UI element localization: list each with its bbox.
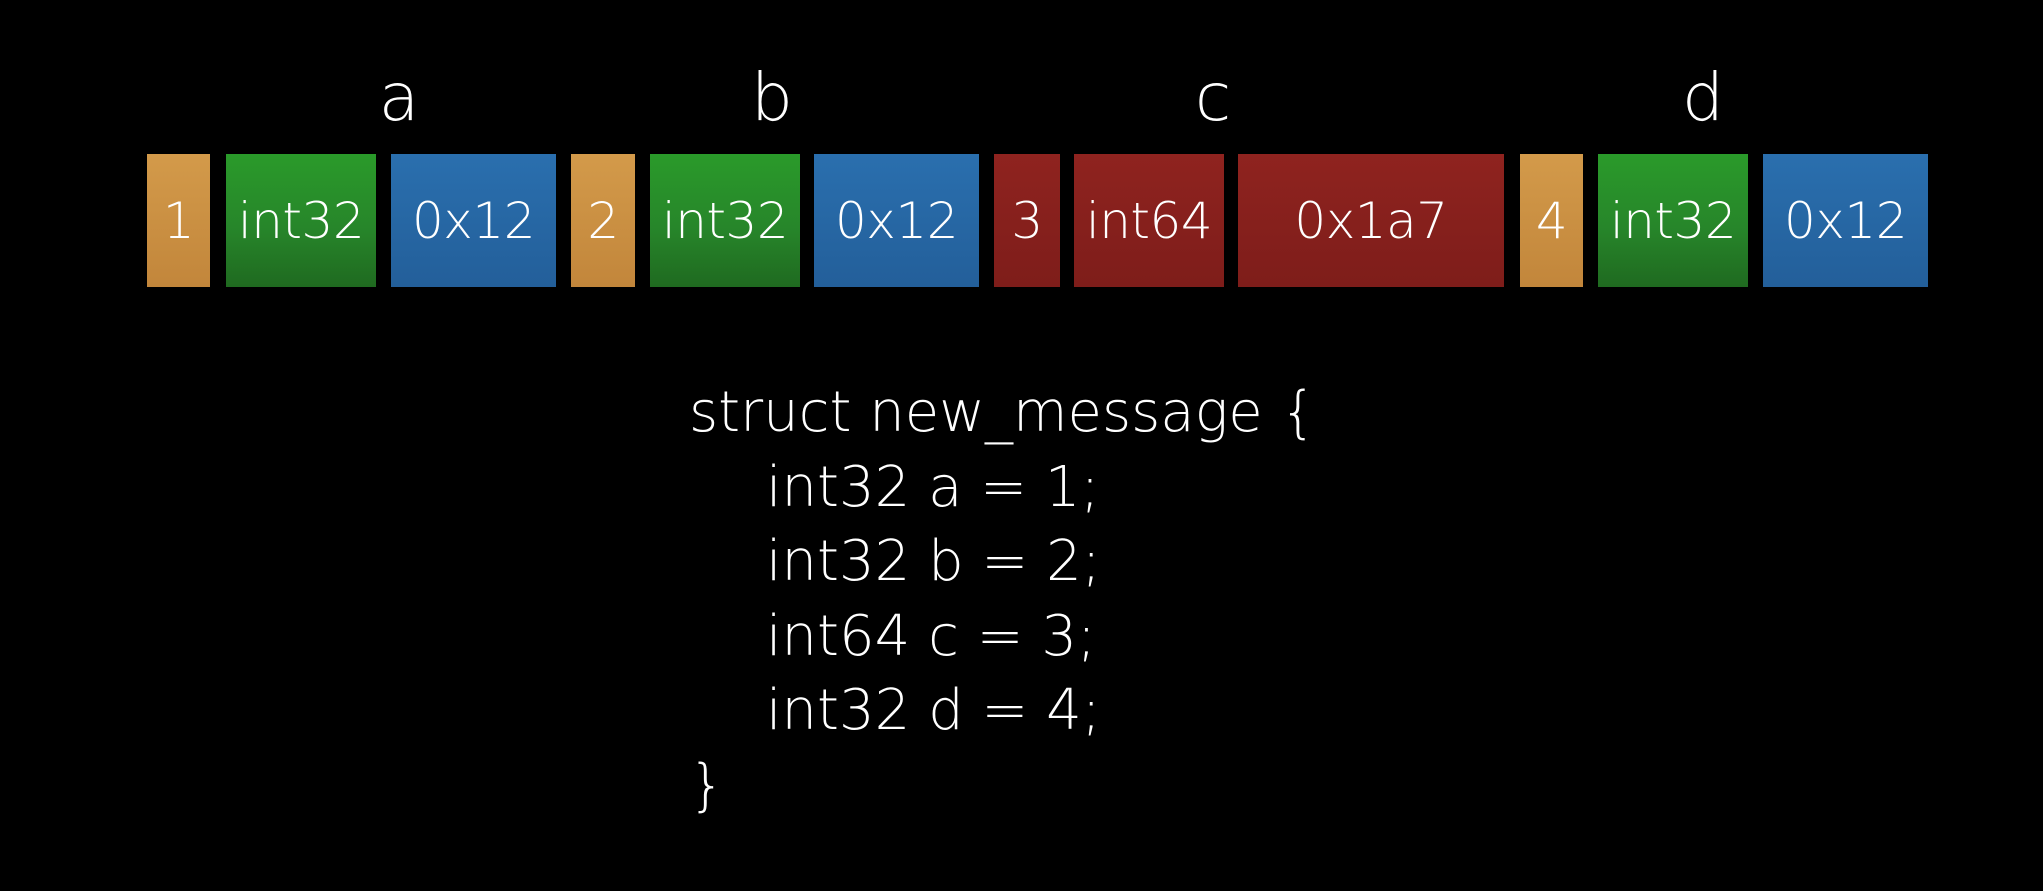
- struct-field-line-a: int32 a = 1;: [766, 454, 1100, 520]
- field-label-a: a: [378, 59, 420, 136]
- struct-open-line: struct new_message {: [689, 380, 1317, 445]
- struct-field-line-b: int32 b = 2;: [766, 529, 1101, 594]
- struct-field-line-c: int64 c = 3;: [766, 603, 1096, 669]
- field-c-tag: 3: [994, 154, 1060, 287]
- field-d-value: 0x12: [1763, 154, 1928, 287]
- field-a-type: int32: [226, 154, 376, 287]
- field-a-value: 0x12: [391, 154, 556, 287]
- field-b-tag: 2: [571, 154, 635, 287]
- struct-definition: struct new_message { int32 a = 1; int32 …: [689, 376, 1316, 823]
- struct-field-line-d: int32 d = 4;: [766, 678, 1101, 743]
- field-d-type: int32: [1598, 154, 1748, 287]
- field-b-type: int32: [650, 154, 800, 287]
- field-d-tag: 4: [1520, 154, 1583, 287]
- field-b-value: 0x12: [814, 154, 979, 287]
- struct-close-line: }: [689, 752, 725, 818]
- field-label-d: d: [1682, 59, 1724, 136]
- field-c-value: 0x1a7: [1238, 154, 1504, 287]
- field-label-c: c: [1194, 59, 1232, 136]
- field-label-b: b: [751, 59, 793, 136]
- field-c-type: int64: [1074, 154, 1224, 287]
- field-a-tag: 1: [147, 154, 210, 287]
